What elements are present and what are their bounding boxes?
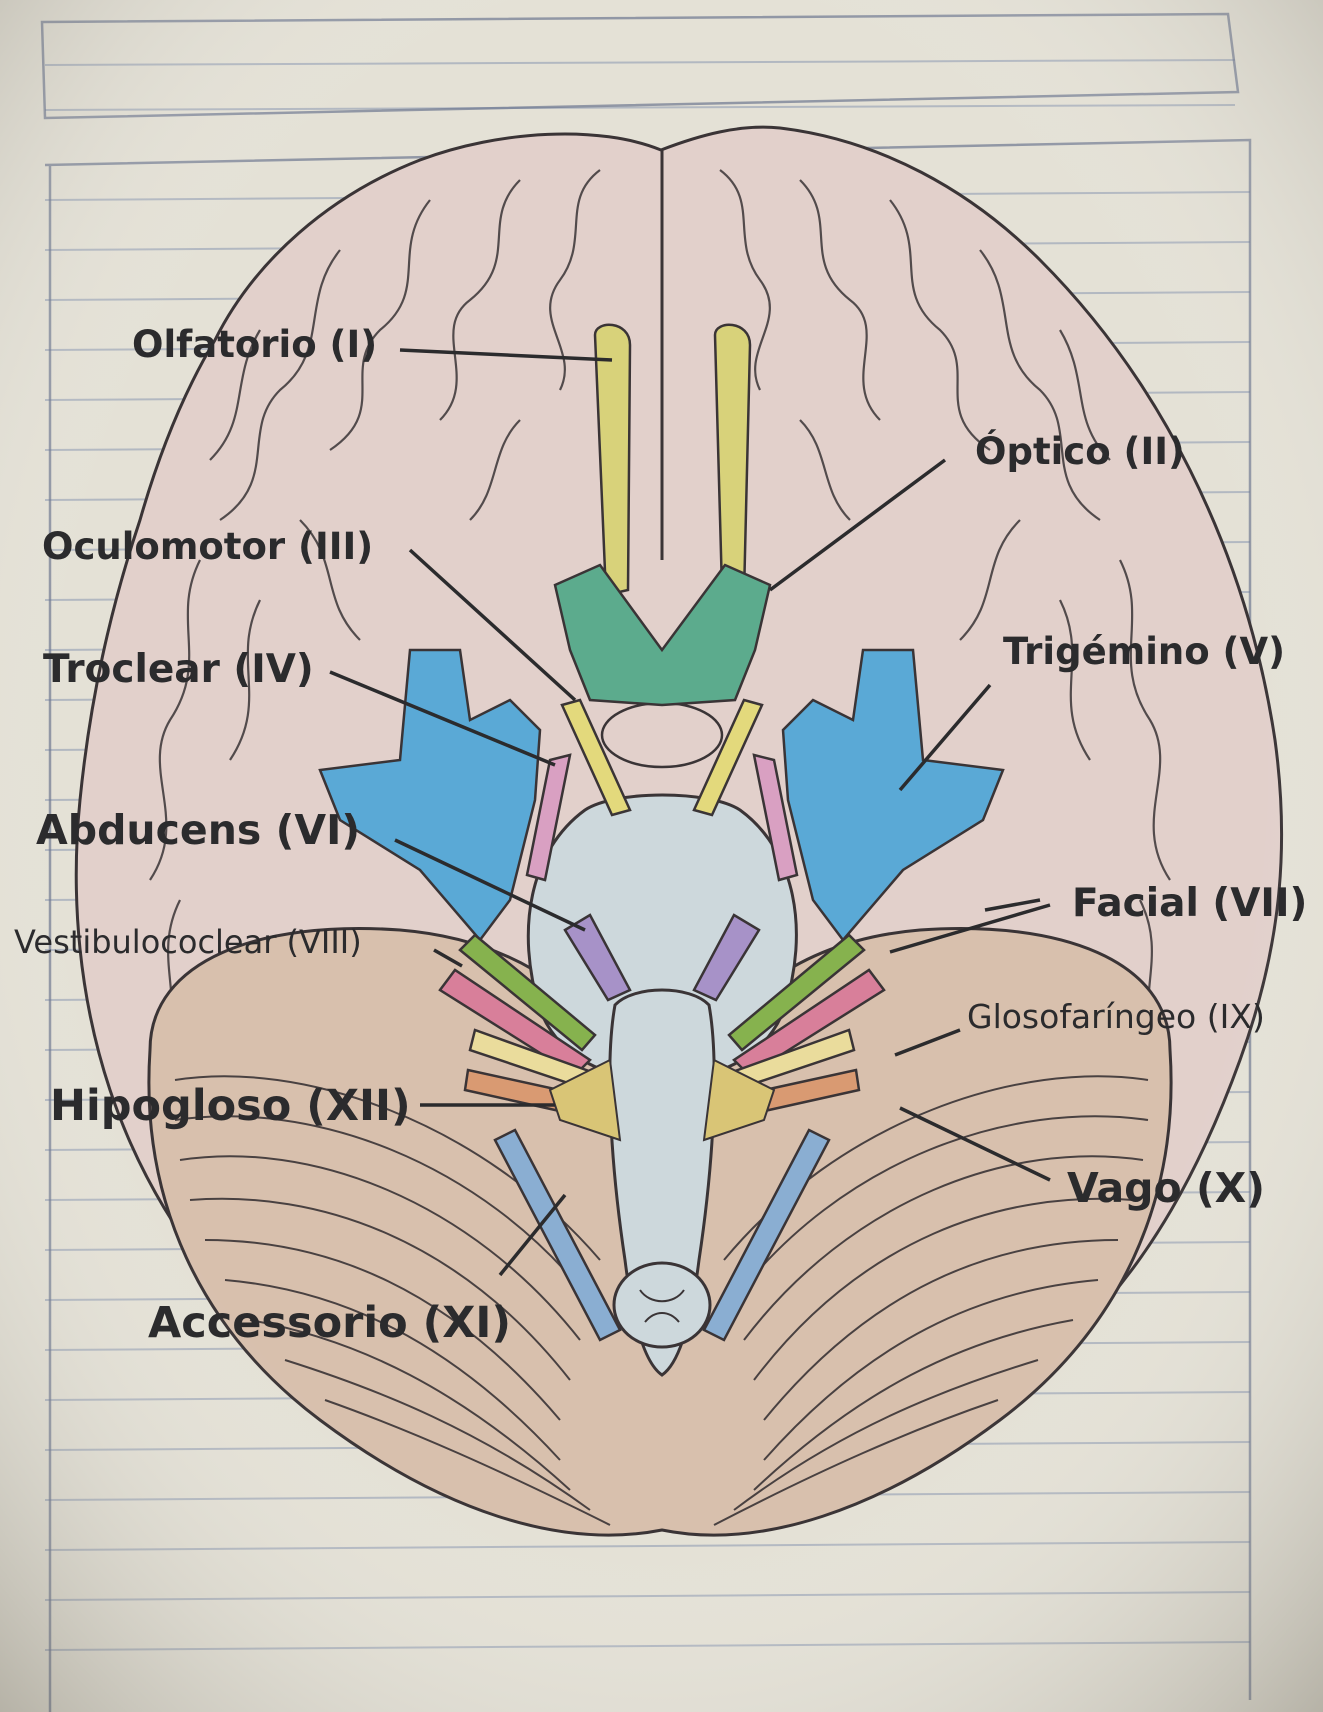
label-abducens: Abducens (VI) bbox=[36, 810, 360, 851]
label-hypoglossal: Hipogloso (XII) bbox=[50, 1085, 411, 1128]
label-trochlear: Troclear (IV) bbox=[43, 650, 314, 689]
label-accessory: Accessorio (XI) bbox=[148, 1302, 511, 1345]
label-optic: Óptico (II) bbox=[975, 433, 1185, 470]
label-glossopharyngeal: Glosofaríngeo (IX) bbox=[967, 1000, 1265, 1033]
label-trigeminal: Trigémino (V) bbox=[1003, 633, 1285, 670]
label-vagus: Vago (X) bbox=[1067, 1168, 1265, 1209]
label-olfactory: Olfatorio (I) bbox=[132, 326, 377, 363]
label-oculomotor: Oculomotor (III) bbox=[42, 528, 373, 565]
label-facial: Facial (VII) bbox=[1072, 884, 1307, 923]
label-vestibulocochlear: Vestibulococlear (VIII) bbox=[14, 926, 362, 958]
